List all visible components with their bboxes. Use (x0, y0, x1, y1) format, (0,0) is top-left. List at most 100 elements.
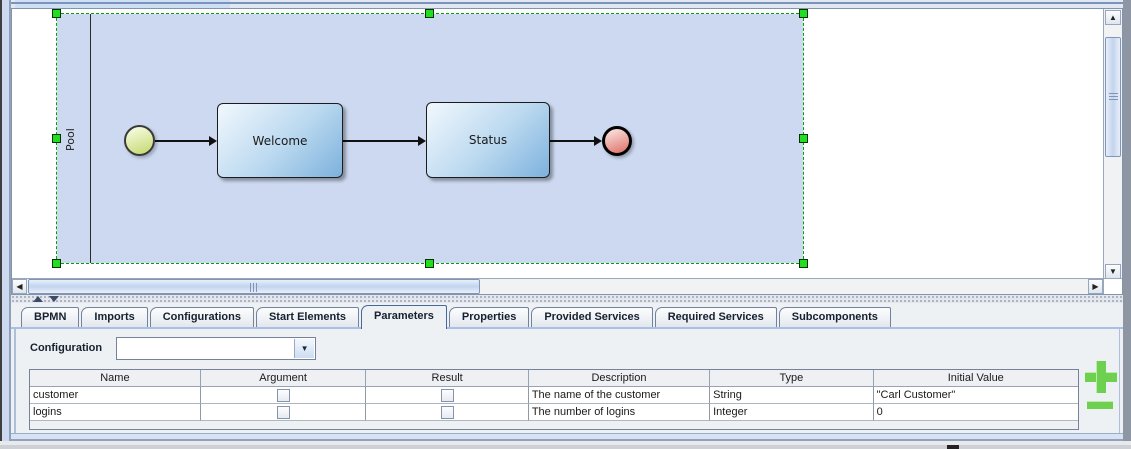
scroll-up-icon: ▲ (1109, 13, 1117, 22)
parameters-tab-content: Configuration ▼ Name Argument Result Des… (14, 329, 1120, 433)
tab-required-services[interactable]: Required Services (654, 307, 777, 327)
scroll-left-button[interactable]: ◀ (12, 279, 27, 294)
task-label: Status (468, 133, 508, 147)
panel-splitter[interactable] (11, 295, 1123, 303)
table-row[interactable]: customer The name of the customer String… (30, 387, 1078, 404)
scroll-right-button[interactable]: ▶ (1088, 279, 1103, 294)
column-header-initial-value: Initial Value (873, 370, 1078, 387)
tab-underline (11, 327, 1123, 329)
table-row[interactable]: logins The number of logins Integer 0 (30, 404, 1078, 421)
selection-handle-top-middle[interactable] (425, 9, 434, 18)
tab-parameters[interactable]: Parameters (360, 305, 447, 329)
column-header-argument: Argument (200, 370, 367, 387)
parameters-table: Name Argument Result Description Type In… (29, 369, 1079, 430)
properties-tab-bar: BPMN Imports Configurations Start Elemen… (11, 303, 1123, 329)
result-checkbox[interactable] (440, 388, 454, 402)
configuration-label: Configuration (30, 342, 103, 354)
selection-handle-middle-right[interactable] (799, 133, 808, 143)
column-header-type: Type (710, 370, 874, 387)
combobox-dropdown-button[interactable]: ▼ (294, 338, 315, 358)
start-event-node[interactable] (124, 125, 155, 156)
sequence-flow-start-to-welcome[interactable] (155, 136, 217, 146)
editor-tab-bar-remnant (11, 0, 1123, 8)
tab-start-elements[interactable]: Start Elements (255, 307, 359, 327)
thumb-grip-icon (1109, 93, 1118, 101)
thumb-grip-icon (250, 283, 258, 292)
cell-initial-value[interactable]: "Carl Customer" (873, 387, 1078, 404)
bpmn-diagram-canvas[interactable]: Pool Welcome Status (12, 9, 1103, 278)
cell-type[interactable]: Integer (710, 404, 874, 421)
table-body: customer The name of the customer String… (30, 387, 1078, 421)
add-parameter-button[interactable] (1085, 361, 1117, 393)
argument-checkbox[interactable] (276, 388, 290, 402)
scroll-down-button[interactable]: ▼ (1105, 264, 1121, 279)
tab-subcomponents[interactable]: Subcomponents (778, 307, 891, 327)
selection-handle-bottom-right[interactable] (799, 259, 808, 268)
selection-handle-top-left[interactable] (52, 9, 61, 18)
panel-left-border (9, 0, 11, 449)
selection-handle-bottom-left[interactable] (52, 259, 61, 268)
column-header-description: Description (528, 370, 711, 387)
cell-description[interactable]: The name of the customer (528, 387, 711, 404)
cell-argument (200, 387, 367, 404)
splitter-collapse-down-icon[interactable] (49, 296, 59, 302)
tab-imports[interactable]: Imports (81, 307, 148, 327)
active-editor-tab-remnant[interactable] (15, 0, 230, 8)
plus-icon (1096, 361, 1106, 393)
properties-panel: BPMN Imports Configurations Start Elemen… (11, 303, 1123, 441)
cell-name[interactable]: customer (30, 387, 201, 404)
bottom-strip-mark (947, 445, 959, 449)
pool-header-divider (90, 14, 91, 263)
remove-parameter-button[interactable] (1087, 401, 1113, 409)
pool-label: Pool (64, 128, 77, 152)
window-left-gutter (2, 0, 9, 449)
tab-provided-services[interactable]: Provided Services (531, 307, 653, 327)
tab-properties[interactable]: Properties (448, 307, 530, 327)
vertical-scrollbar-thumb[interactable] (1105, 37, 1121, 157)
splitter-collapse-up-icon[interactable] (33, 296, 43, 302)
cell-type[interactable]: String (710, 387, 874, 404)
vertical-scrollbar[interactable]: ▲ ▼ (1103, 9, 1122, 280)
arrowhead-icon (209, 136, 217, 146)
selection-handle-middle-left[interactable] (52, 133, 61, 143)
tab-bpmn[interactable]: BPMN (21, 307, 80, 327)
configuration-combobox[interactable]: ▼ (116, 336, 317, 360)
sequence-flow-welcome-to-status[interactable] (343, 136, 426, 146)
scroll-up-button[interactable]: ▲ (1105, 10, 1121, 25)
bpmn-pool[interactable]: Pool Welcome Status (52, 9, 808, 268)
cell-argument (200, 404, 367, 421)
sequence-flow-status-to-end[interactable] (550, 136, 602, 146)
task-label: Welcome (252, 133, 308, 148)
scroll-right-icon: ▶ (1092, 282, 1099, 291)
arrowhead-icon (418, 136, 426, 146)
cell-result (366, 404, 529, 421)
selection-handle-top-right[interactable] (799, 9, 808, 18)
scrollbar-corner (1103, 278, 1122, 294)
tab-bar-divider (11, 2, 1123, 4)
selection-handle-bottom-middle[interactable] (425, 259, 434, 268)
diagram-canvas-panel: Pool Welcome Status (11, 8, 1123, 295)
window-right-edge (1123, 0, 1131, 449)
panel-bottom-border (11, 433, 1123, 441)
horizontal-scrollbar-thumb[interactable] (28, 279, 480, 294)
scroll-left-icon: ◀ (16, 282, 23, 291)
argument-checkbox[interactable] (276, 405, 290, 419)
cell-initial-value[interactable]: 0 (873, 404, 1078, 421)
cell-description[interactable]: The number of logins (528, 404, 711, 421)
column-header-result: Result (366, 370, 529, 387)
cell-name[interactable]: logins (30, 404, 201, 421)
task-node-status[interactable]: Status (426, 102, 550, 178)
horizontal-scrollbar[interactable]: ◀ ▶ (12, 278, 1103, 294)
end-event-node[interactable] (602, 126, 632, 156)
arrowhead-icon (594, 136, 602, 146)
chevron-down-icon: ▼ (300, 343, 309, 353)
result-checkbox[interactable] (440, 405, 454, 419)
tab-configurations[interactable]: Configurations (149, 307, 254, 327)
table-header-row: Name Argument Result Description Type In… (30, 370, 1078, 387)
task-node-welcome[interactable]: Welcome (217, 103, 343, 178)
window-left-edge (0, 0, 2, 449)
table-empty-area (30, 421, 1078, 429)
scroll-down-icon: ▼ (1109, 267, 1117, 276)
column-header-name: Name (30, 370, 201, 387)
